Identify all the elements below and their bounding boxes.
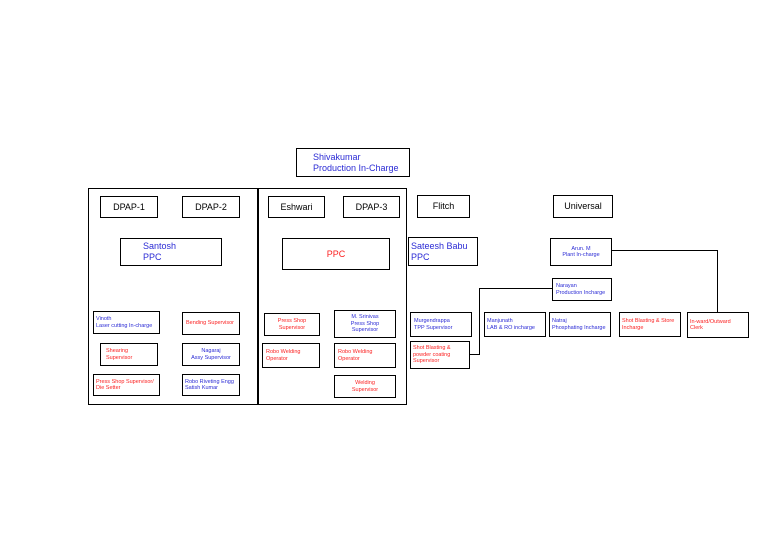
person-name: Vinoth <box>96 316 112 323</box>
role-label: Plant In-charge <box>562 252 600 258</box>
org-box-vinoth: Vinoth Laser cutting In-charge <box>93 311 160 334</box>
role-label: LAB & RO incharge <box>487 324 535 331</box>
org-box-manjunath: Manjunath LAB & RO incharge <box>484 312 546 337</box>
org-box-ppc: PPC <box>282 238 390 270</box>
role-label: Supervisor <box>351 327 379 334</box>
org-box-press-shop-supervisor: Press Shop Supervisor <box>264 313 320 336</box>
role-label: Shot Blasting & <box>413 345 451 352</box>
person-name: Nagaraj <box>201 348 221 355</box>
role-label: Robo Welding <box>266 349 301 356</box>
person-name: Natraj <box>552 318 567 325</box>
role-label: Supervisor <box>413 358 440 365</box>
connector-line-shot-blasting-horizontal <box>470 354 480 355</box>
role-label: Phosphating Incharge <box>552 324 606 331</box>
person-name: M. Srinivas <box>351 314 379 321</box>
connector-line-arun-vertical <box>717 250 718 312</box>
org-box-natraj: Natraj Phosphating Incharge <box>549 312 611 337</box>
role-label: Press Shop <box>277 318 307 325</box>
role-label: PPC <box>411 251 430 262</box>
person-name: Murgendrappa <box>414 318 450 325</box>
role-label: Supervisor <box>278 324 306 331</box>
org-box-sateesh-babu: Sateesh Babu PPC <box>408 237 478 266</box>
role-label: powder coating <box>413 351 451 358</box>
org-box-shearing-supervisor: Shearing Supervisor <box>100 343 158 366</box>
org-box-flitch: Flitch <box>417 195 470 218</box>
section-label: Universal <box>564 201 602 212</box>
org-box-bending-supervisor: Bending Supervisor <box>182 312 240 335</box>
org-box-dpap1: DPAP-1 <box>100 196 158 218</box>
connector-line-arun-horizontal <box>612 250 717 251</box>
org-box-eshwari: Eshwari <box>268 196 325 218</box>
role-label: Clerk <box>690 325 703 331</box>
person-name: Shivakumar <box>313 151 361 162</box>
role-label: Bending Supervisor <box>186 320 235 327</box>
role-label: PPC <box>143 252 162 262</box>
group-frame-dpap <box>88 188 258 405</box>
org-box-m-srinivas: M. Srinivas Press Shop Supervisor <box>334 310 396 338</box>
org-box-shivakumar: Shivakumar Production In-Charge <box>296 148 410 177</box>
section-label: Flitch <box>432 201 455 212</box>
role-label: Shot Blasting & Store <box>622 318 675 325</box>
role-label: Robo Riveting Engg <box>185 378 234 385</box>
person-name: Narayan <box>556 283 577 290</box>
person-name: Satish Kumar <box>185 385 219 391</box>
org-box-shot-blasting-store: Shot Blasting & Store Incharge <box>619 312 681 337</box>
role-label: Supervisor <box>351 386 379 393</box>
role-label: Production In-Charge <box>313 162 399 173</box>
org-box-dpap3: DPAP-3 <box>343 196 400 218</box>
org-box-arun-m: Arun. M Plant In-charge <box>550 238 612 266</box>
org-box-robo-riveting-engg: Robo Riveting Engg Satish Kumar <box>182 374 240 396</box>
person-name: Manjunath <box>487 318 513 325</box>
role-label: PPC <box>326 248 346 259</box>
org-box-shot-blasting-powder-coating: Shot Blasting & powder coating Superviso… <box>410 341 470 369</box>
org-box-robo-welding-operator-1: Robo Welding Operator <box>262 343 320 368</box>
person-name: Santosh <box>143 241 177 252</box>
role-label: Incharge <box>622 324 644 331</box>
connector-line-narayan-horizontal <box>479 288 552 289</box>
connector-line-narayan-vertical <box>479 288 480 355</box>
role-label: TPP Supervisor <box>414 324 453 331</box>
org-box-robo-welding-operator-2: Robo Welding Operator <box>334 343 396 368</box>
role-label: Welding <box>355 380 375 387</box>
org-box-murgendrappa: Murgendrappa TPP Supervisor <box>410 312 472 337</box>
org-box-narayan: Narayan Production Incharge <box>552 278 612 301</box>
org-box-press-shop-die-setter: Press Shop Supervisor/ Die Setter <box>93 374 160 396</box>
section-label: DPAP-3 <box>355 201 388 212</box>
org-box-inward-outward-clerk: In-ward/Outward Clerk <box>687 312 749 338</box>
role-label: Die Setter <box>96 385 121 391</box>
role-label: In-ward/Outward <box>690 318 731 325</box>
role-label: Production Incharge <box>556 289 606 296</box>
org-box-welding-supervisor: Welding Supervisor <box>334 375 396 398</box>
section-label: DPAP-1 <box>113 201 145 212</box>
org-box-santosh: Santosh PPC <box>120 238 222 266</box>
group-frame-eshwari-dpap3 <box>258 188 407 405</box>
role-label: Operator <box>338 355 360 362</box>
org-box-nagaraj: Nagaraj Assy Supervisor <box>182 343 240 366</box>
role-label: Shearing <box>106 348 129 355</box>
role-label: Robo Welding <box>338 349 373 356</box>
org-box-universal: Universal <box>553 195 613 218</box>
role-label: Operator <box>266 355 288 362</box>
role-label: Assy Supervisor <box>191 354 231 361</box>
person-name: Arun. M <box>571 245 591 252</box>
role-label: Press Shop <box>350 320 380 327</box>
role-label: Press Shop Supervisor/ <box>96 378 154 385</box>
person-name: Sateesh Babu <box>411 240 468 251</box>
section-label: Eshwari <box>280 201 313 212</box>
role-label: Supervisor <box>106 354 133 361</box>
section-label: DPAP-2 <box>195 201 227 212</box>
role-label: Laser cutting In-charge <box>96 322 153 329</box>
org-box-dpap2: DPAP-2 <box>182 196 240 218</box>
